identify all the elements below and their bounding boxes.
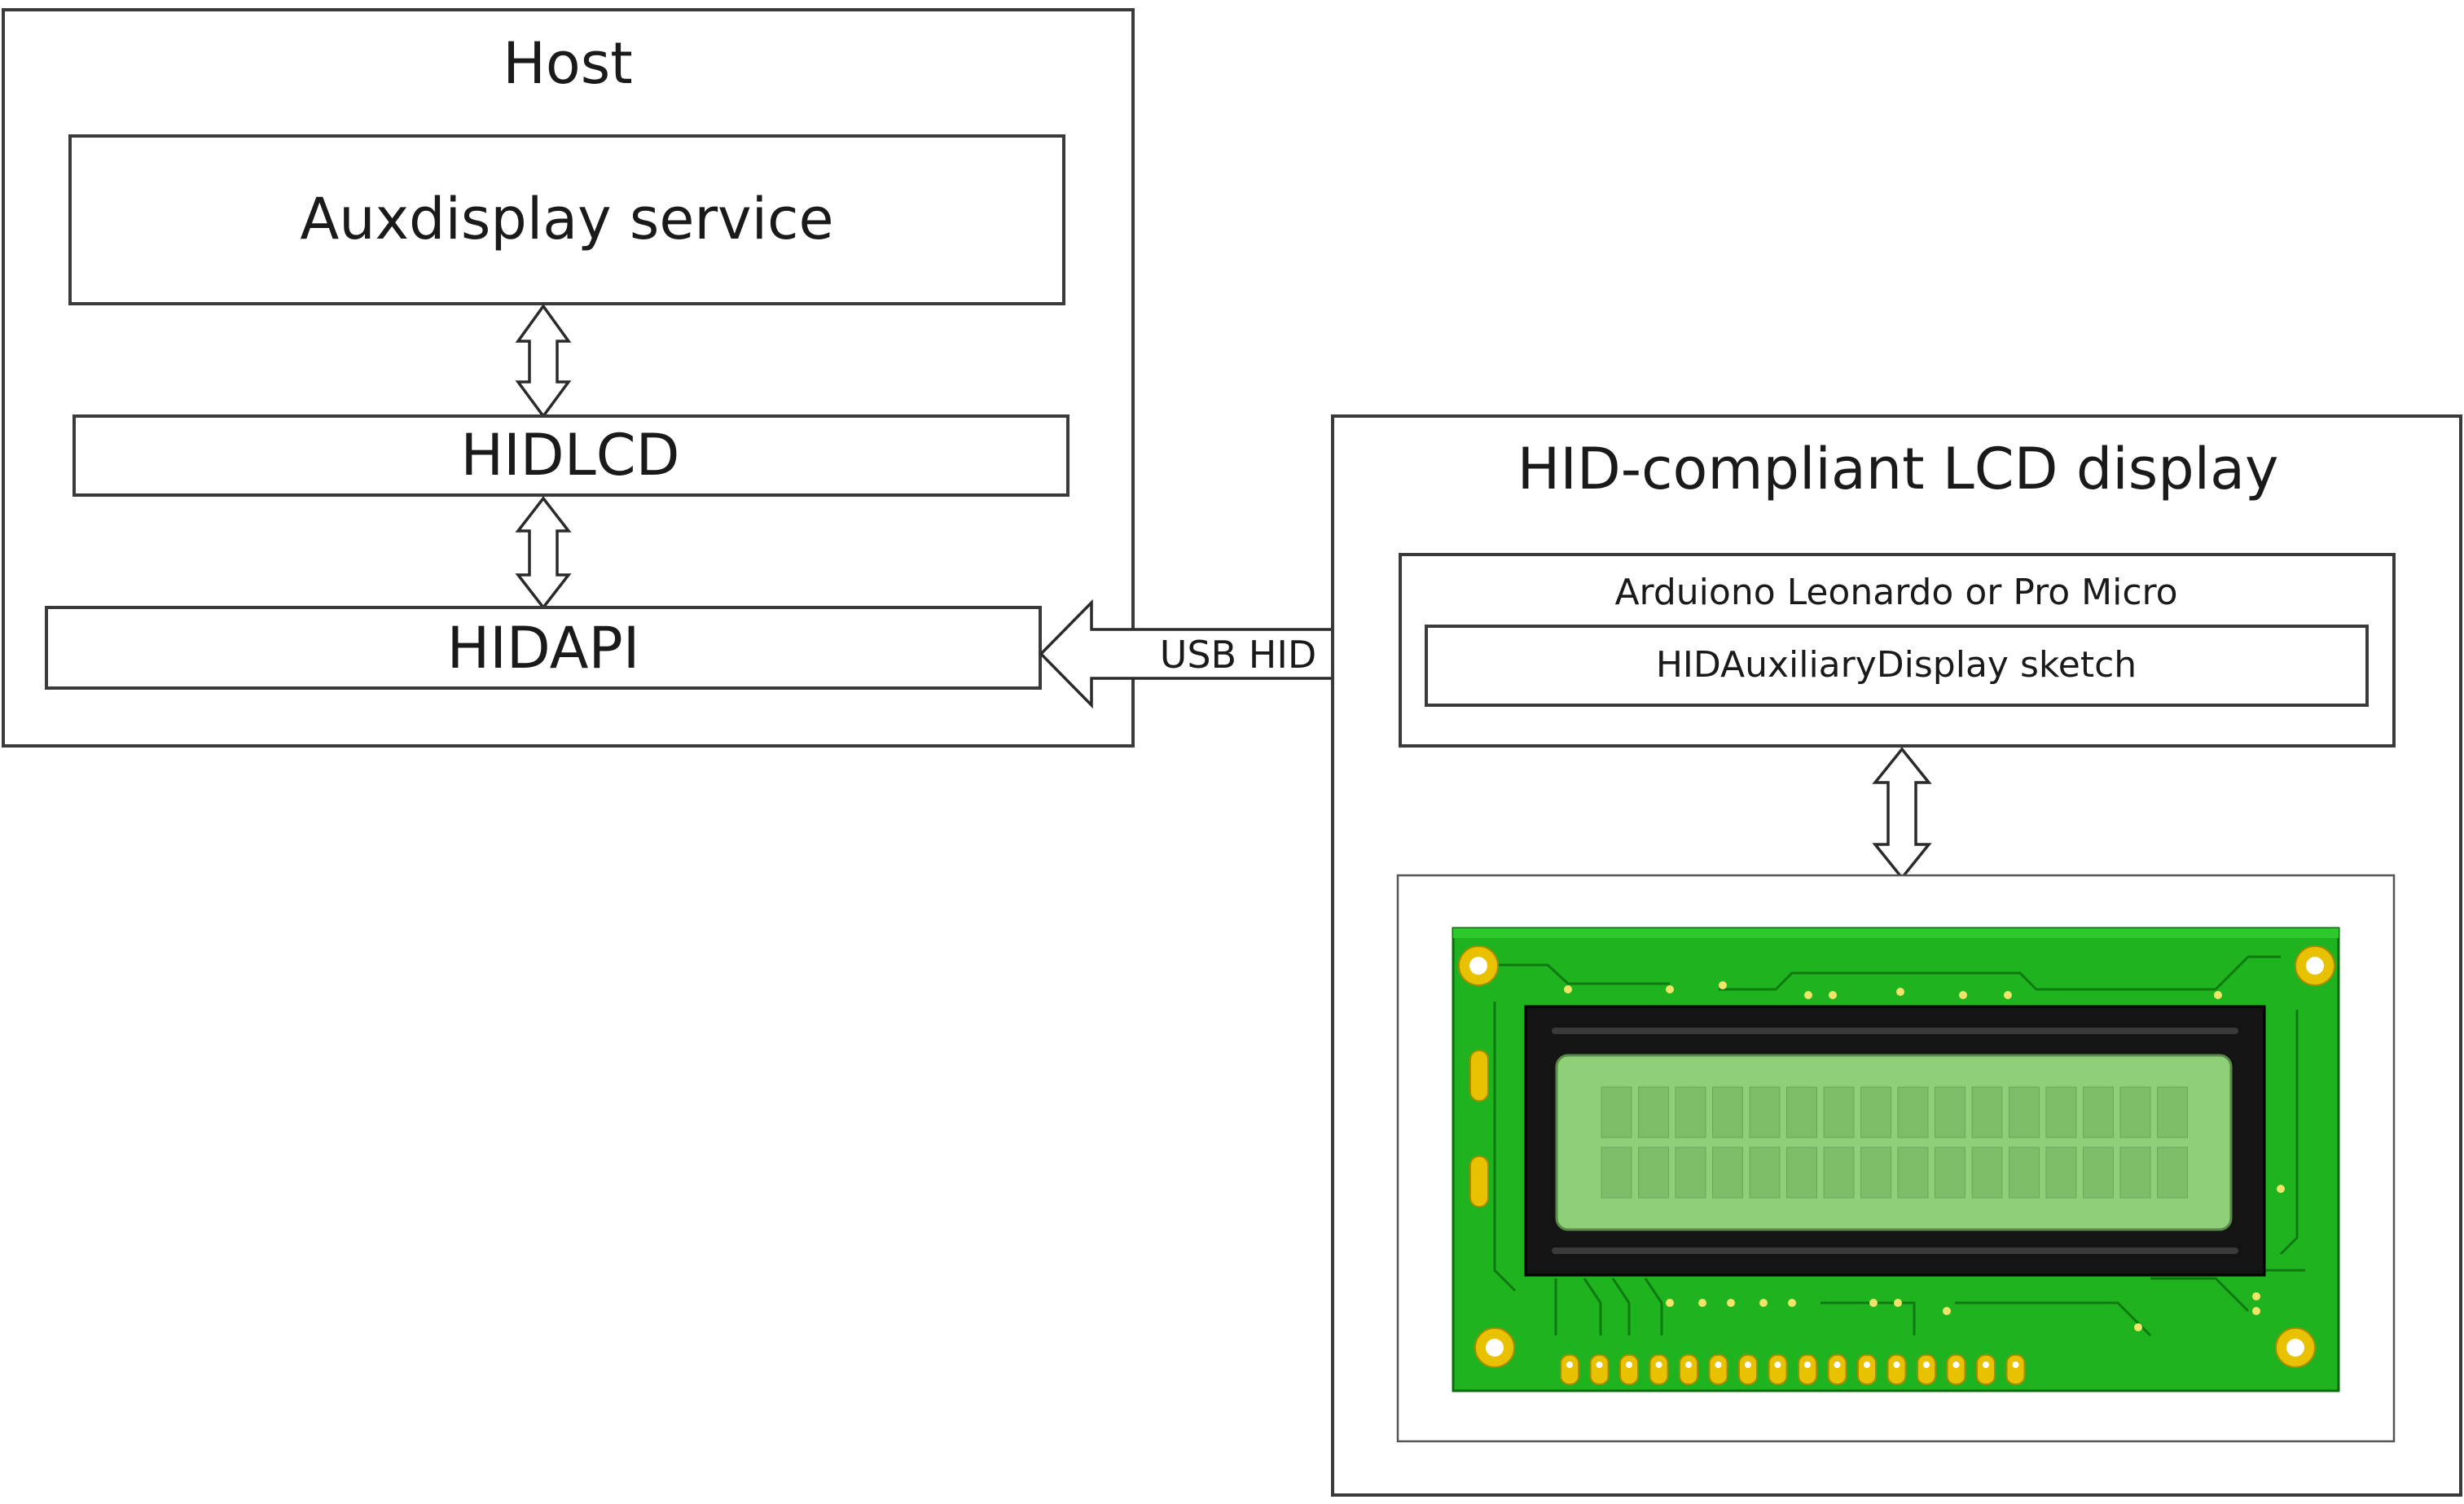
lcd-header-pin <box>1976 1354 1996 1385</box>
hidapi-box: HIDAPI <box>45 606 1042 690</box>
lcd-cell <box>1601 1086 1632 1138</box>
lcd-cell <box>1823 1086 1855 1138</box>
lcd-header-pin <box>1827 1354 1847 1385</box>
lcd-header-pin-hole <box>1952 1361 1960 1368</box>
lcd-cell <box>1860 1086 1891 1138</box>
lcd-cell <box>2119 1147 2151 1199</box>
lcd-header-pin <box>1886 1354 1907 1385</box>
lcd-cell <box>1897 1086 1929 1138</box>
lcd-header-pin-hole <box>1923 1361 1930 1368</box>
lcd-header-pin <box>1857 1354 1877 1385</box>
lcd-header-pin <box>1946 1354 1966 1385</box>
lcd-cell <box>1935 1086 1965 1138</box>
side-pads <box>1469 1050 1489 1208</box>
lcd-cell <box>2157 1086 2188 1138</box>
lcd-header-pin-hole <box>1685 1361 1692 1368</box>
lcd-cell <box>2119 1086 2151 1138</box>
lcd-header-pin-hole <box>1774 1361 1781 1368</box>
lcd-cell <box>2009 1086 2040 1138</box>
lcd-header-pin-hole <box>1596 1361 1603 1368</box>
lcd-cell <box>1712 1147 1743 1199</box>
sketch-label: HIDAuxiliaryDisplay sketch <box>1656 644 2137 686</box>
lcd-cell <box>1638 1147 1669 1199</box>
lcd-character-cells <box>1601 1086 2188 1199</box>
lcd-cell <box>2083 1086 2114 1138</box>
lcd-header-pin <box>1768 1354 1788 1385</box>
lcd-cell <box>2157 1147 2188 1199</box>
lcd-cell <box>1823 1147 1855 1199</box>
pcb-vias <box>1564 981 2285 1331</box>
lcd-cell <box>1601 1147 1632 1199</box>
lcd-header-pins <box>1560 1354 2026 1385</box>
auxdisplay-service-box: Auxdisplay service <box>68 134 1065 305</box>
arduino-board-label: Arduiono Leonardo or Pro Micro <box>1614 572 2177 613</box>
auxdisplay-service-label: Auxdisplay service <box>300 186 833 252</box>
lcd-cell <box>1749 1147 1781 1199</box>
arduino-board-box: Arduiono Leonardo or Pro Micro HIDAuxili… <box>1399 553 2396 748</box>
lcd-header-pin <box>1560 1354 1579 1385</box>
lcd-header-pin-hole <box>1983 1361 1989 1368</box>
host-title: Host <box>503 30 632 97</box>
lcd-cell <box>1971 1147 2003 1199</box>
lcd-header-pin <box>2005 1354 2026 1385</box>
lcd-header-pin <box>1708 1354 1728 1385</box>
lcd-module-icon <box>1452 927 2340 1392</box>
lcd-cell <box>1935 1147 1965 1199</box>
lcd-cell <box>2045 1086 2077 1138</box>
lcd-cell <box>1712 1086 1743 1138</box>
lcd-cell <box>1786 1147 1817 1199</box>
lcd-header-pin-hole <box>1893 1361 1900 1368</box>
lcd-header-pin <box>1798 1354 1817 1385</box>
hidapi-label: HIDAPI <box>447 615 640 682</box>
lcd-screen <box>1555 1054 2233 1231</box>
lcd-cell <box>1860 1147 1891 1199</box>
usb-hid-label: USB HID <box>1160 633 1317 677</box>
hidlcd-label: HIDLCD <box>461 422 680 489</box>
lcd-header-pin-hole <box>1626 1361 1632 1368</box>
lcd-header-pin-hole <box>1804 1361 1811 1368</box>
device-title: HID-compliant LCD display <box>1517 436 2279 502</box>
lcd-header-pin <box>1738 1354 1758 1385</box>
lcd-cell <box>1675 1086 1706 1138</box>
lcd-cell <box>2083 1147 2114 1199</box>
lcd-header-pin-hole <box>2012 1361 2019 1368</box>
lcd-header-pin <box>1917 1354 1936 1385</box>
lcd-cell <box>1897 1147 1929 1199</box>
lcd-cell <box>1638 1086 1669 1138</box>
lcd-cell <box>1786 1086 1817 1138</box>
hidlcd-box: HIDLCD <box>72 414 1069 497</box>
lcd-header-pin <box>1649 1354 1669 1385</box>
lcd-header-pin-hole <box>1745 1361 1751 1368</box>
lcd-cell <box>1749 1086 1781 1138</box>
lcd-cell <box>2009 1147 2040 1199</box>
lcd-cell <box>1675 1147 1706 1199</box>
lcd-header-pin-hole <box>1834 1361 1841 1368</box>
lcd-header-pin <box>1589 1354 1610 1385</box>
lcd-cell <box>1971 1086 2003 1138</box>
lcd-header-pin-hole <box>1655 1361 1662 1368</box>
mounting-holes <box>1458 945 2335 1368</box>
lcd-header-pin <box>1679 1354 1698 1385</box>
lcd-header-pin-hole <box>1864 1361 1870 1368</box>
lcd-header-pin-hole <box>1715 1361 1722 1368</box>
lcd-cell <box>2045 1147 2077 1199</box>
lcd-header-pin-hole <box>1566 1361 1573 1368</box>
lcd-header-pin <box>1619 1354 1639 1385</box>
